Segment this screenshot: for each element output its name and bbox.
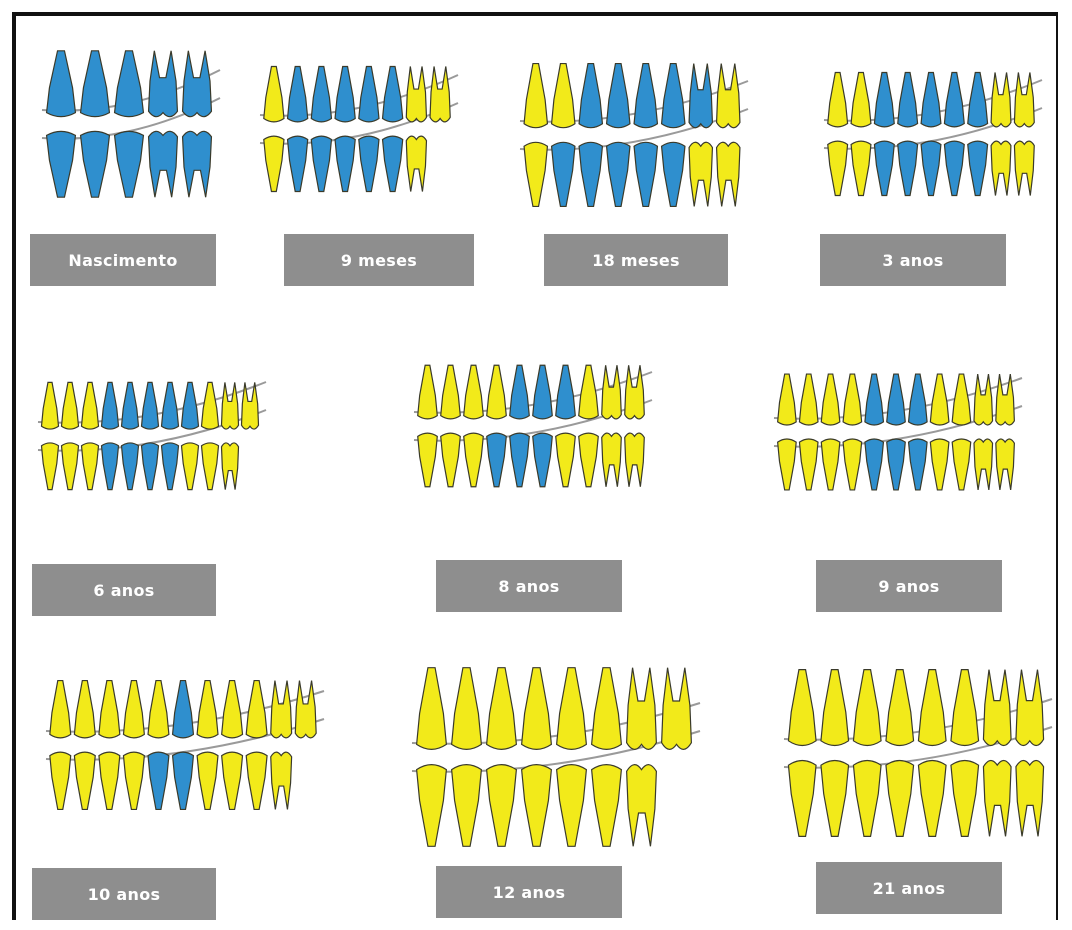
stage-label-21-anos: 21 anos <box>816 862 1002 914</box>
figure-frame: Nascimento 9 meses 18 meses 3 anos 6 ano… <box>12 12 1058 920</box>
stage-panel-21-anos <box>776 648 1056 858</box>
stage-label-6-anos: 6 anos <box>32 564 216 616</box>
dentition-illustration <box>38 630 328 860</box>
stage-panel-6-anos <box>30 316 270 556</box>
stage-panel-9-meses <box>252 44 462 214</box>
stage-label-9-anos: 9 anos <box>816 560 1002 612</box>
dentition-illustration <box>252 44 462 214</box>
stage-panel-8-anos <box>406 306 656 546</box>
stage-label-12-anos: 12 anos <box>436 866 622 918</box>
stage-panel-18-meses <box>512 40 752 230</box>
dentition-illustration <box>34 44 224 204</box>
dentition-illustration <box>776 648 1056 858</box>
stage-label-18-meses: 18 meses <box>544 234 728 286</box>
stage-panel-10-anos <box>38 630 328 860</box>
stage-label-3-anos: 3 anos <box>820 234 1006 286</box>
stage-label-10-anos: 10 anos <box>32 868 216 920</box>
stage-label-9-meses: 9 meses <box>284 234 474 286</box>
stage-label-8-anos: 8 anos <box>436 560 622 612</box>
dentition-illustration <box>766 312 1026 552</box>
stage-panel-nascimento <box>34 44 224 204</box>
dentition-illustration <box>406 306 656 546</box>
dentition-illustration <box>404 652 704 862</box>
dentition-illustration <box>30 316 270 556</box>
dentition-illustration <box>816 34 1046 234</box>
stage-panel-3-anos <box>816 34 1046 234</box>
stage-panel-12-anos <box>404 652 704 862</box>
stage-label-nascimento: Nascimento <box>30 234 216 286</box>
stage-panel-9-anos <box>766 312 1026 552</box>
dentition-illustration <box>512 40 752 230</box>
